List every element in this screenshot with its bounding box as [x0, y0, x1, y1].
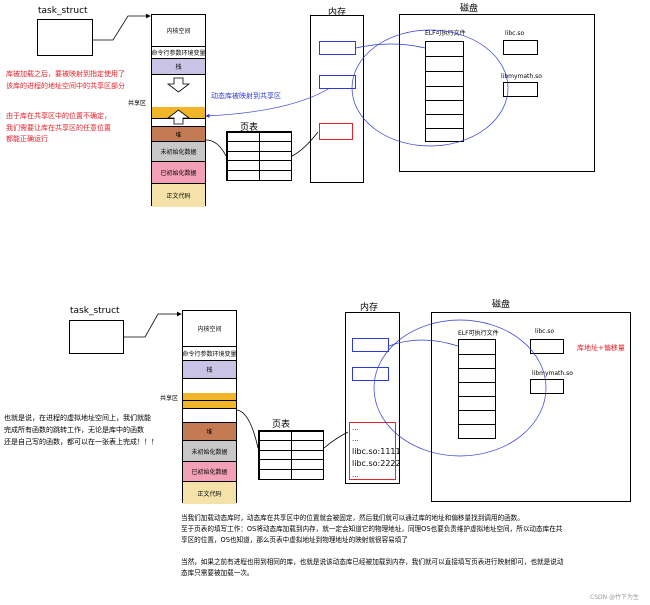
uninit-segment-2: 未初始化数据	[183, 441, 236, 462]
mem-page-1	[319, 41, 356, 55]
as-to-pagetable	[205, 139, 227, 157]
task-to-as-arrow-2	[124, 311, 182, 338]
stack-segment: 栈	[152, 59, 205, 75]
init-segment-2: 已初始化数据	[183, 462, 236, 482]
bottom-note: 当我们加载动态库时，动态库在共享区中的位置就会被固定，然后我们就可以通过库的地址…	[181, 514, 564, 577]
uninit-segment: 未初始化数据	[152, 142, 205, 162]
libmymath-label: libmymath.so	[501, 73, 542, 80]
task-to-as-arrow	[93, 13, 151, 41]
mem-page-2	[319, 75, 356, 89]
kernel-space-2: 内核空间	[183, 311, 236, 347]
kernel-space: 内核空间	[152, 15, 205, 47]
mem-to-disk-1	[355, 43, 426, 49]
watermark: CSDN @竹下为生	[590, 594, 640, 601]
libmymath-box-2	[530, 379, 564, 394]
elf-label: ELF可执行文件	[425, 30, 466, 37]
lib-mapping-ellipse-2	[373, 319, 547, 457]
stack-segment-2: 栈	[183, 361, 236, 379]
addr-label: 库地址+偏移量	[577, 344, 625, 352]
page-table-label: 页表	[240, 123, 259, 133]
args-env-2: 命令行参数环境变量	[183, 347, 236, 361]
libc-box-2	[530, 339, 564, 354]
libmymath-label-2: libmymath.so	[532, 370, 573, 377]
address-space-2: 内核空间 命令行参数环境变量 栈 堆 未初始化数据 已初始化数据 正文代码	[182, 310, 237, 504]
elf-file-2	[458, 339, 496, 439]
mem-page-3	[319, 123, 353, 140]
page-table-label-2: 页表	[272, 420, 291, 430]
note-1: 库被加载之后，要被映射到指定使用了 该库的进程的地址空间中的共享区部分	[6, 70, 125, 90]
gap-up	[152, 119, 205, 127]
mem-entry-4: libc.so:2222	[352, 459, 401, 468]
elf-label-2: ELF可执行文件	[458, 330, 499, 337]
libmymath-box	[503, 82, 538, 97]
elf-file	[425, 41, 464, 142]
arrow-down-1	[166, 77, 191, 93]
mem-to-disk-2	[388, 339, 459, 347]
mem-page-2-1	[352, 338, 389, 352]
task-struct-box-2	[69, 320, 124, 354]
shared-area-2b	[183, 401, 236, 409]
shared-area-label-2: 共享区	[160, 395, 179, 402]
shared-area-2c	[183, 409, 236, 423]
pagetable-to-mem	[291, 131, 319, 157]
heap-segment: 堆	[152, 127, 205, 142]
note-2: 由于库在共享区中的位置不确定， 我们需要让库在共享区的任意位置 都能正确运行	[6, 112, 111, 143]
init-segment: 已初始化数据	[152, 162, 205, 184]
text-segment: 正文代码	[152, 184, 205, 207]
shared-area-label: 共享区	[128, 100, 147, 107]
libc-label-2: libc.so	[535, 328, 555, 335]
page-table	[226, 131, 292, 181]
args-env: 命令行参数环境变量	[152, 47, 205, 59]
mem-entry-5: ...	[352, 471, 359, 479]
mem-lib-region	[349, 422, 396, 480]
heap-segment-2: 堆	[183, 423, 236, 441]
address-space: 内核空间 命令行参数环境变量 栈 堆 未初始化数据 已初始化数据 正文代码	[151, 14, 206, 207]
disk-label-2: 磁盘	[492, 300, 511, 310]
pagetable-to-mem-2	[323, 431, 349, 449]
map-label: 动态库被映射到共享区	[211, 92, 281, 100]
task-struct-label: task_struct	[38, 6, 88, 16]
disk-label: 磁盘	[460, 4, 479, 14]
libc-label: libc.so	[505, 30, 525, 37]
as-to-pagetable-2	[236, 409, 259, 449]
arrow-up-1	[166, 109, 191, 125]
memory-label-2: 内存	[360, 303, 379, 313]
task-struct-box	[37, 19, 93, 56]
text-segment-2: 正文代码	[183, 482, 236, 504]
mem-entry-1: ...	[352, 424, 359, 432]
lib-mapping-ellipse-1	[351, 29, 509, 147]
mem-page-2-2	[352, 367, 389, 381]
page-table-2	[258, 430, 324, 480]
map-arrow-1	[205, 87, 331, 118]
task-struct-label-2: task_struct	[70, 306, 120, 316]
mem-entry-2: ...	[352, 435, 359, 443]
left-note: 也就是说，在进程的虚拟地址空间上，我们就能 完成所有函数的跳转工作，无论是库中的…	[4, 414, 158, 446]
shared-area-2a	[183, 393, 236, 401]
memory-label: 内存	[328, 8, 347, 18]
mem-entry-3: libc.so:1111	[352, 447, 401, 456]
libc-box	[503, 40, 538, 55]
